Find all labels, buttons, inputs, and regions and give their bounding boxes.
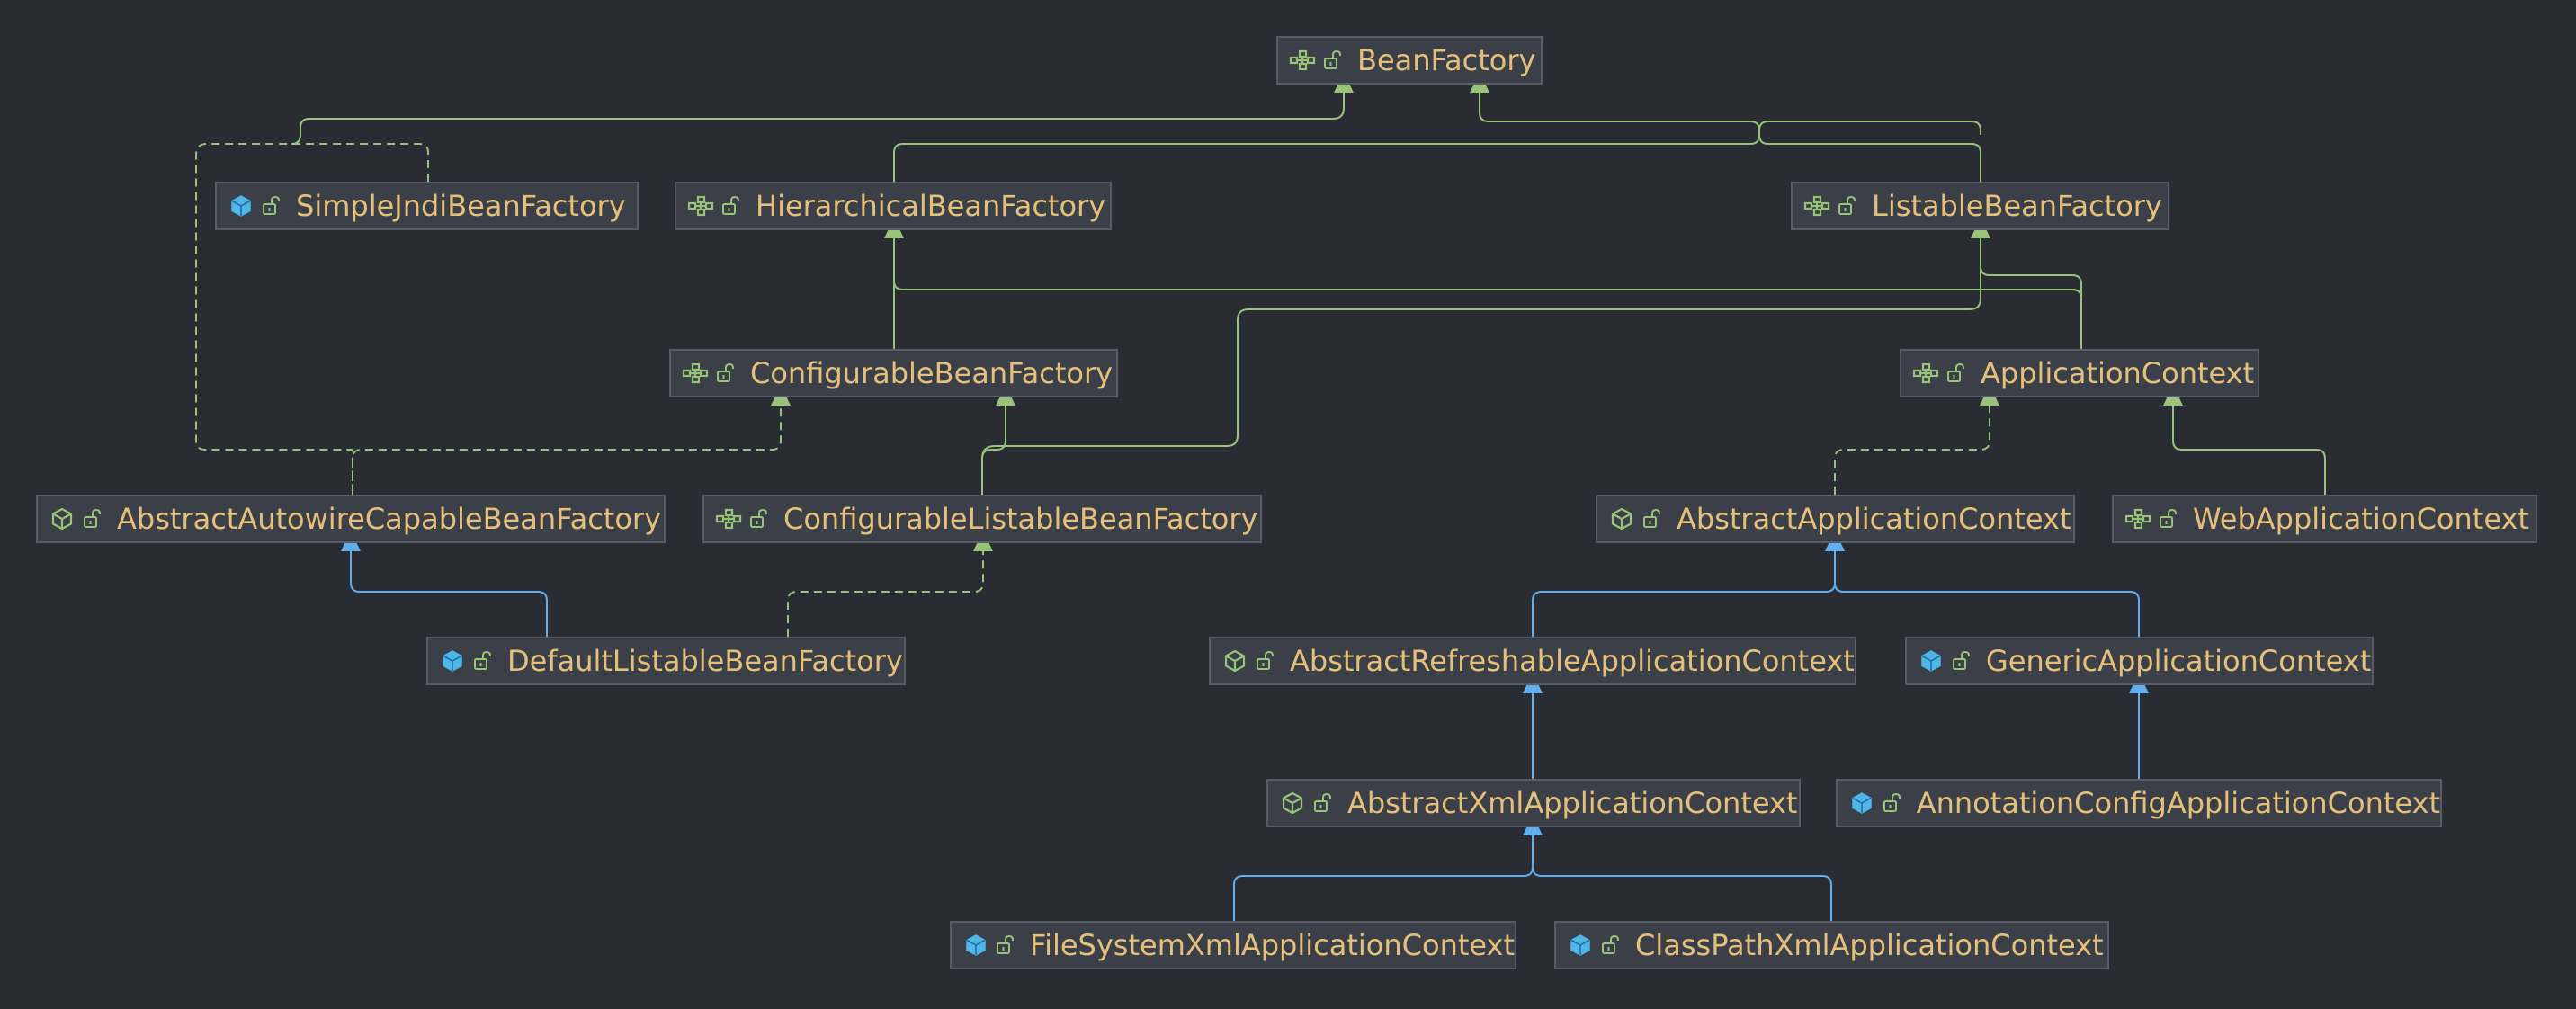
unlocked-icon — [1641, 505, 1662, 532]
node-configurable-listable-bean-factory[interactable]: ConfigurableListableBeanFactory — [702, 495, 1262, 543]
unlocked-icon — [1311, 790, 1333, 817]
unlocked-icon — [747, 505, 769, 532]
node-abstract-xml-application-context[interactable]: AbstractXmlApplicationContext — [1266, 779, 1801, 827]
interface-icon — [682, 360, 709, 387]
unlocked-icon — [1945, 360, 1966, 387]
node-label: FileSystemXmlApplicationContext — [1029, 928, 1515, 962]
node-abstract-refreshable-application-context[interactable]: AbstractRefreshableApplicationContext — [1209, 637, 1856, 685]
node-label: ApplicationContext — [1981, 356, 2255, 390]
node-label: BeanFactory — [1357, 43, 1536, 77]
interface-icon — [2124, 505, 2151, 532]
class-icon — [1918, 647, 1945, 674]
edge-listable-extends-bean-factory — [1479, 93, 1981, 182]
unlocked-icon — [1836, 192, 1857, 219]
node-abstract-application-context[interactable]: AbstractApplicationContext — [1596, 495, 2075, 543]
class-icon — [439, 647, 466, 674]
node-listable-bean-factory[interactable]: ListableBeanFactory — [1791, 182, 2169, 230]
unlocked-icon — [471, 647, 493, 674]
interface-icon — [687, 192, 714, 219]
node-label: ClassPathXmlApplicationContext — [1635, 928, 2104, 962]
abstract-class-icon — [49, 505, 76, 532]
node-hierarchical-bean-factory[interactable]: HierarchicalBeanFactory — [675, 182, 1112, 230]
edge-trunk-to-bean-factory — [291, 93, 1345, 145]
unlocked-icon — [260, 192, 282, 219]
abstract-class-icon — [1279, 790, 1306, 817]
edge-refreshable-extends-abstract-app-context — [1532, 551, 1836, 637]
unlocked-icon — [714, 360, 736, 387]
interface-icon — [1289, 47, 1316, 74]
node-generic-application-context[interactable]: GenericApplicationContext — [1905, 637, 2374, 685]
abstract-class-icon — [1608, 505, 1635, 532]
edge-hierarchical-extends-bean-factory — [893, 121, 1981, 182]
unlocked-icon — [1599, 932, 1621, 959]
unlocked-icon — [1321, 47, 1343, 74]
unlocked-icon — [994, 932, 1015, 959]
node-label: HierarchicalBeanFactory — [756, 189, 1106, 223]
unlocked-icon — [81, 505, 103, 532]
edge-abstract-app-context-implements-app-context — [1834, 406, 1990, 495]
node-bean-factory[interactable]: BeanFactory — [1276, 36, 1543, 85]
node-label: WebApplicationContext — [2193, 502, 2529, 536]
edge-autowire-implements-configurable — [352, 406, 782, 495]
node-label: AbstractApplicationContext — [1677, 502, 2071, 536]
node-configurable-bean-factory[interactable]: ConfigurableBeanFactory — [669, 349, 1118, 397]
unlocked-icon — [1950, 647, 1972, 674]
edge-filesystem-extends-xml — [1233, 835, 1534, 921]
node-class-path-xml-application-context[interactable]: ClassPathXmlApplicationContext — [1554, 921, 2109, 969]
edge-classpath-extends-xml — [1532, 835, 1832, 921]
interface-icon — [1912, 360, 1939, 387]
edge-default-listable-implements-conf-listable — [787, 551, 984, 637]
unlocked-icon — [1881, 790, 1902, 817]
node-label: ConfigurableListableBeanFactory — [783, 502, 1258, 536]
node-application-context[interactable]: ApplicationContext — [1900, 349, 2259, 397]
node-annotation-config-application-context[interactable]: AnnotationConfigApplicationContext — [1836, 779, 2442, 827]
abstract-class-icon — [1221, 647, 1248, 674]
node-label: DefaultListableBeanFactory — [507, 644, 903, 678]
node-default-listable-bean-factory[interactable]: DefaultListableBeanFactory — [426, 637, 906, 685]
node-label: AbstractXmlApplicationContext — [1347, 786, 1798, 820]
edge-generic-extends-abstract-app-context — [1834, 551, 2140, 637]
node-abstract-autowire-capable-bean-factory[interactable]: AbstractAutowireCapableBeanFactory — [36, 495, 666, 543]
node-file-system-xml-application-context[interactable]: FileSystemXmlApplicationContext — [950, 921, 1516, 969]
class-icon — [962, 932, 988, 959]
node-label: AbstractAutowireCapableBeanFactory — [117, 502, 662, 536]
edge-app-context-extends-listable — [1980, 238, 2082, 349]
node-label: AnnotationConfigApplicationContext — [1916, 786, 2440, 820]
node-label: ConfigurableBeanFactory — [750, 356, 1114, 390]
node-label: GenericApplicationContext — [1986, 644, 2372, 678]
node-label: AbstractRefreshableApplicationContext — [1290, 644, 1855, 678]
node-label: SimpleJndiBeanFactory — [296, 189, 626, 223]
interface-icon — [1803, 192, 1830, 219]
node-simple-jndi-bean-factory[interactable]: SimpleJndiBeanFactory — [215, 182, 639, 230]
class-icon — [1848, 790, 1875, 817]
edge-default-listable-extends-autowire — [350, 551, 548, 637]
unlocked-icon — [2157, 505, 2178, 532]
edge-conf-listable-extends-listable — [981, 238, 1981, 460]
unlocked-icon — [1254, 647, 1275, 674]
class-icon — [228, 192, 255, 219]
class-icon — [1567, 932, 1594, 959]
unlocked-icon — [720, 192, 741, 219]
node-web-application-context[interactable]: WebApplicationContext — [2112, 495, 2537, 543]
edge-web-app-context-extends-app-context — [2172, 406, 2326, 495]
node-label: ListableBeanFactory — [1872, 189, 2162, 223]
interface-icon — [715, 505, 742, 532]
